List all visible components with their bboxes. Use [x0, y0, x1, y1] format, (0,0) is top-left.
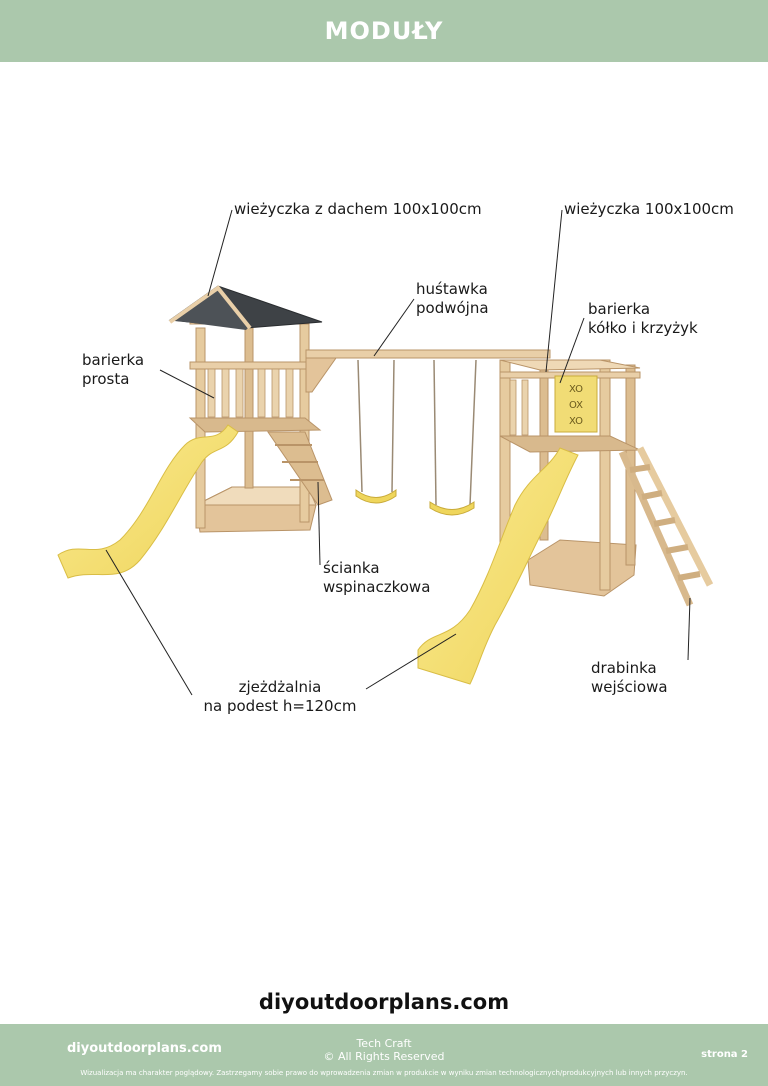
right-tower: XO OX XO [499, 359, 714, 607]
xo-mark-row-3: XO [569, 416, 583, 427]
left-slide [57, 424, 239, 579]
illustration-area: XO OX XO [0, 62, 768, 962]
xo-mark-row-2: OX [569, 400, 583, 411]
footer-credits: Tech Craft © All Rights Reserved [0, 1037, 768, 1063]
footer-site: diyoutdoorplans.com [67, 1041, 222, 1056]
site-banner: diyoutdoorplans.com [258, 990, 510, 1014]
swing-seat-1 [355, 489, 397, 504]
label-tower-roof: wieżyczka z dachem 100x100cm [234, 200, 482, 218]
entry-ladder [618, 446, 714, 607]
page-footer: diyoutdoorplans.com Tech Craft © All Rig… [0, 1024, 768, 1086]
xo-barrier-board [554, 375, 598, 433]
swing-seat-2 [429, 501, 475, 516]
page-header: MODUŁY [0, 0, 768, 62]
label-tower: wieżyczka 100x100cm [564, 200, 734, 218]
footer-company: Tech Craft [356, 1037, 412, 1050]
left-tower [168, 285, 333, 533]
leader-lines [105, 209, 691, 696]
page-number: strona 2 [701, 1049, 748, 1060]
playground-illustration: XO OX XO [57, 209, 714, 696]
xo-mark-row-1: XO [569, 384, 583, 395]
footer-disclaimer: Wizualizacja ma charakter poglądowy. Zas… [80, 1069, 688, 1077]
swing-set [305, 349, 551, 516]
right-slide [417, 447, 579, 685]
page-title: MODUŁY [324, 17, 444, 45]
footer-rights: © All Rights Reserved [323, 1050, 445, 1063]
right-sandbox [527, 539, 637, 597]
